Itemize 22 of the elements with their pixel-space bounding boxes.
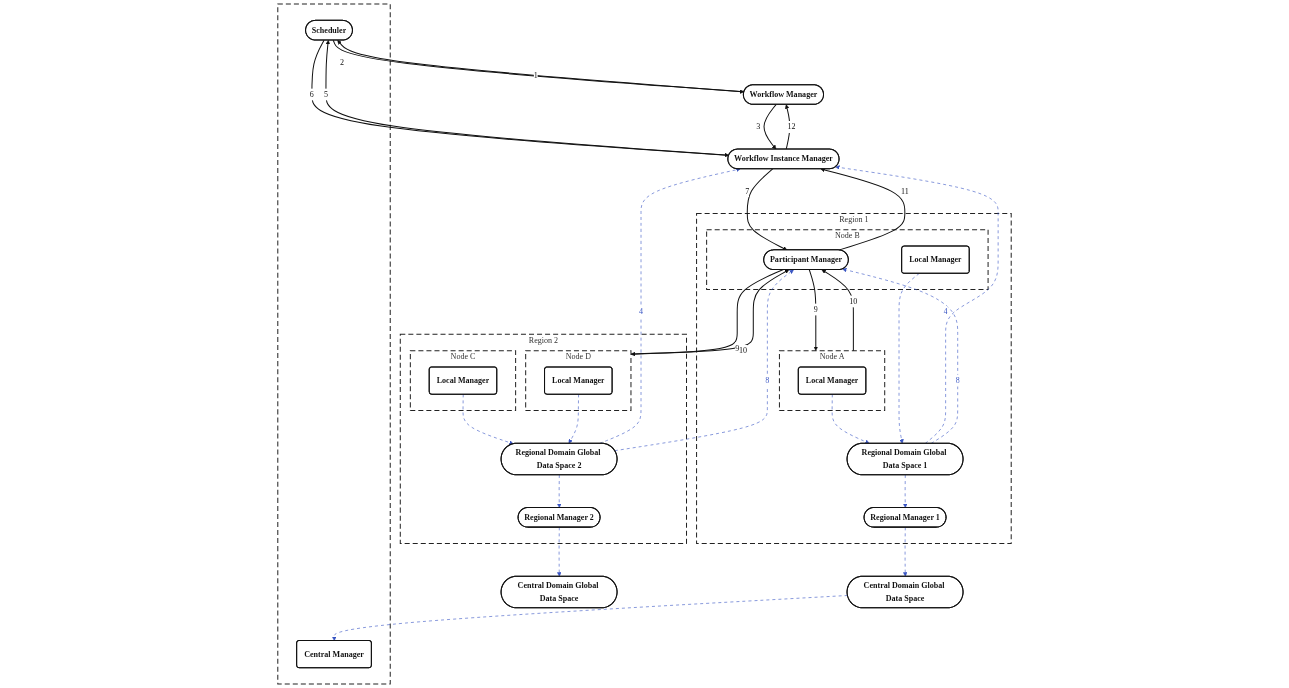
arrow [821,269,854,352]
arrow [820,167,906,251]
edge-label: 10 [849,296,858,306]
edge-label: 7 [745,186,750,196]
edge-label: 1 [533,71,538,80]
edge-label: 12 [787,122,796,131]
edge-label: 2 [340,57,345,67]
edge-label: 4 [639,307,644,316]
edge-label: 9 [735,343,740,353]
edge-label: 3 [756,122,761,131]
edge-label: 11 [900,186,909,196]
arrow [808,268,818,351]
edge-label: 8 [955,376,960,385]
cluster [277,3,391,685]
edge-label: 6 [309,89,314,99]
edge-label: 8 [765,376,770,385]
arrow [746,168,788,251]
edge-label: 9 [813,305,818,314]
arrow [763,104,777,150]
edge-label: 5 [323,89,328,99]
edge-label: 10 [739,346,748,355]
edge-label: 4 [943,307,948,316]
